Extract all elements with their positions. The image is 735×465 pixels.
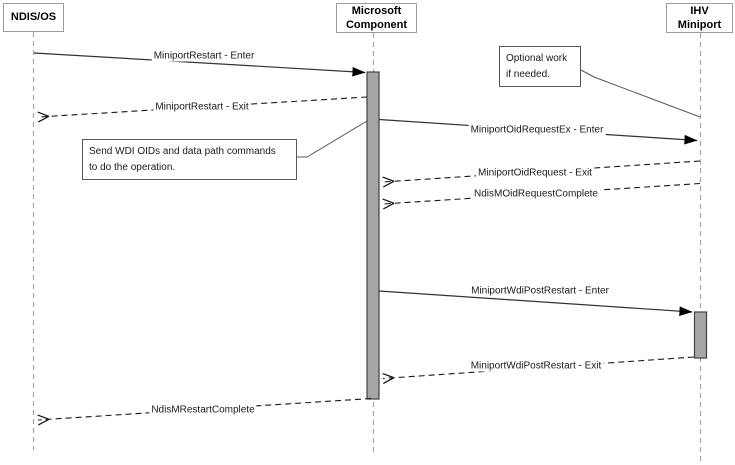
message-label-miniportrestart-enter: MiniportRestart - Enter [151, 50, 257, 62]
note-line: Send WDI OIDs and data path commands [89, 146, 276, 157]
message-line-ndismoidrequestcomplete [383, 182, 701, 205]
activation-bar-microsoft-component [366, 71, 380, 400]
message-label-miniportoidrequest-exit: MiniportOidRequest - Exit [476, 167, 594, 179]
message-line-miniportwdipostrestart-enter [378, 290, 693, 316]
message-label-miniportwdipostrestart-exit: MiniportWdiPostRestart - Exit [468, 360, 604, 372]
message-line-ndismrestartcomplete [38, 397, 372, 421]
note-connector-optional-work [580, 69, 701, 118]
actor-label: Miniport [677, 19, 722, 31]
message-label-miniportrestart-exit: MiniportRestart - Exit [153, 101, 251, 113]
note-connector-send-wdi-oids [297, 120, 368, 158]
note-optional-work: Optional work if needed. [499, 46, 581, 87]
message-label-ndismrestartcomplete: NdisMRestartComplete [149, 404, 257, 416]
actor-label: IHV [690, 4, 709, 17]
actor-box-ihv-miniport: IHV Miniport [666, 3, 733, 33]
note-line: if needed. [506, 68, 550, 80]
message-label-miniportwdipostrestart-enter: MiniportWdiPostRestart - Enter [469, 285, 611, 297]
note-send-wdi-oids: Send WDI OIDs and data path commands to … [82, 139, 297, 180]
actor-label: NDIS/OS [10, 11, 57, 24]
activation-bar-ihv-miniport [693, 311, 708, 359]
message-label-miniportoidrequestex-enter: MiniportOidRequestEx - Enter [468, 124, 606, 136]
actor-box-microsoft-component: Microsoft Component [336, 3, 417, 33]
actor-label: Component [345, 19, 408, 31]
note-line: Optional work [506, 53, 568, 64]
actor-box-ndis-os: NDIS/OS [3, 3, 64, 32]
message-label-ndismoidrequestcomplete: NdisMOidRequestComplete [472, 188, 600, 200]
actor-label: Microsoft [351, 4, 402, 17]
message-line-miniportoidrequest-exit [383, 160, 701, 182]
message-line-miniportrestart-enter [33, 52, 366, 77]
note-line: to do the operation. [89, 161, 176, 173]
